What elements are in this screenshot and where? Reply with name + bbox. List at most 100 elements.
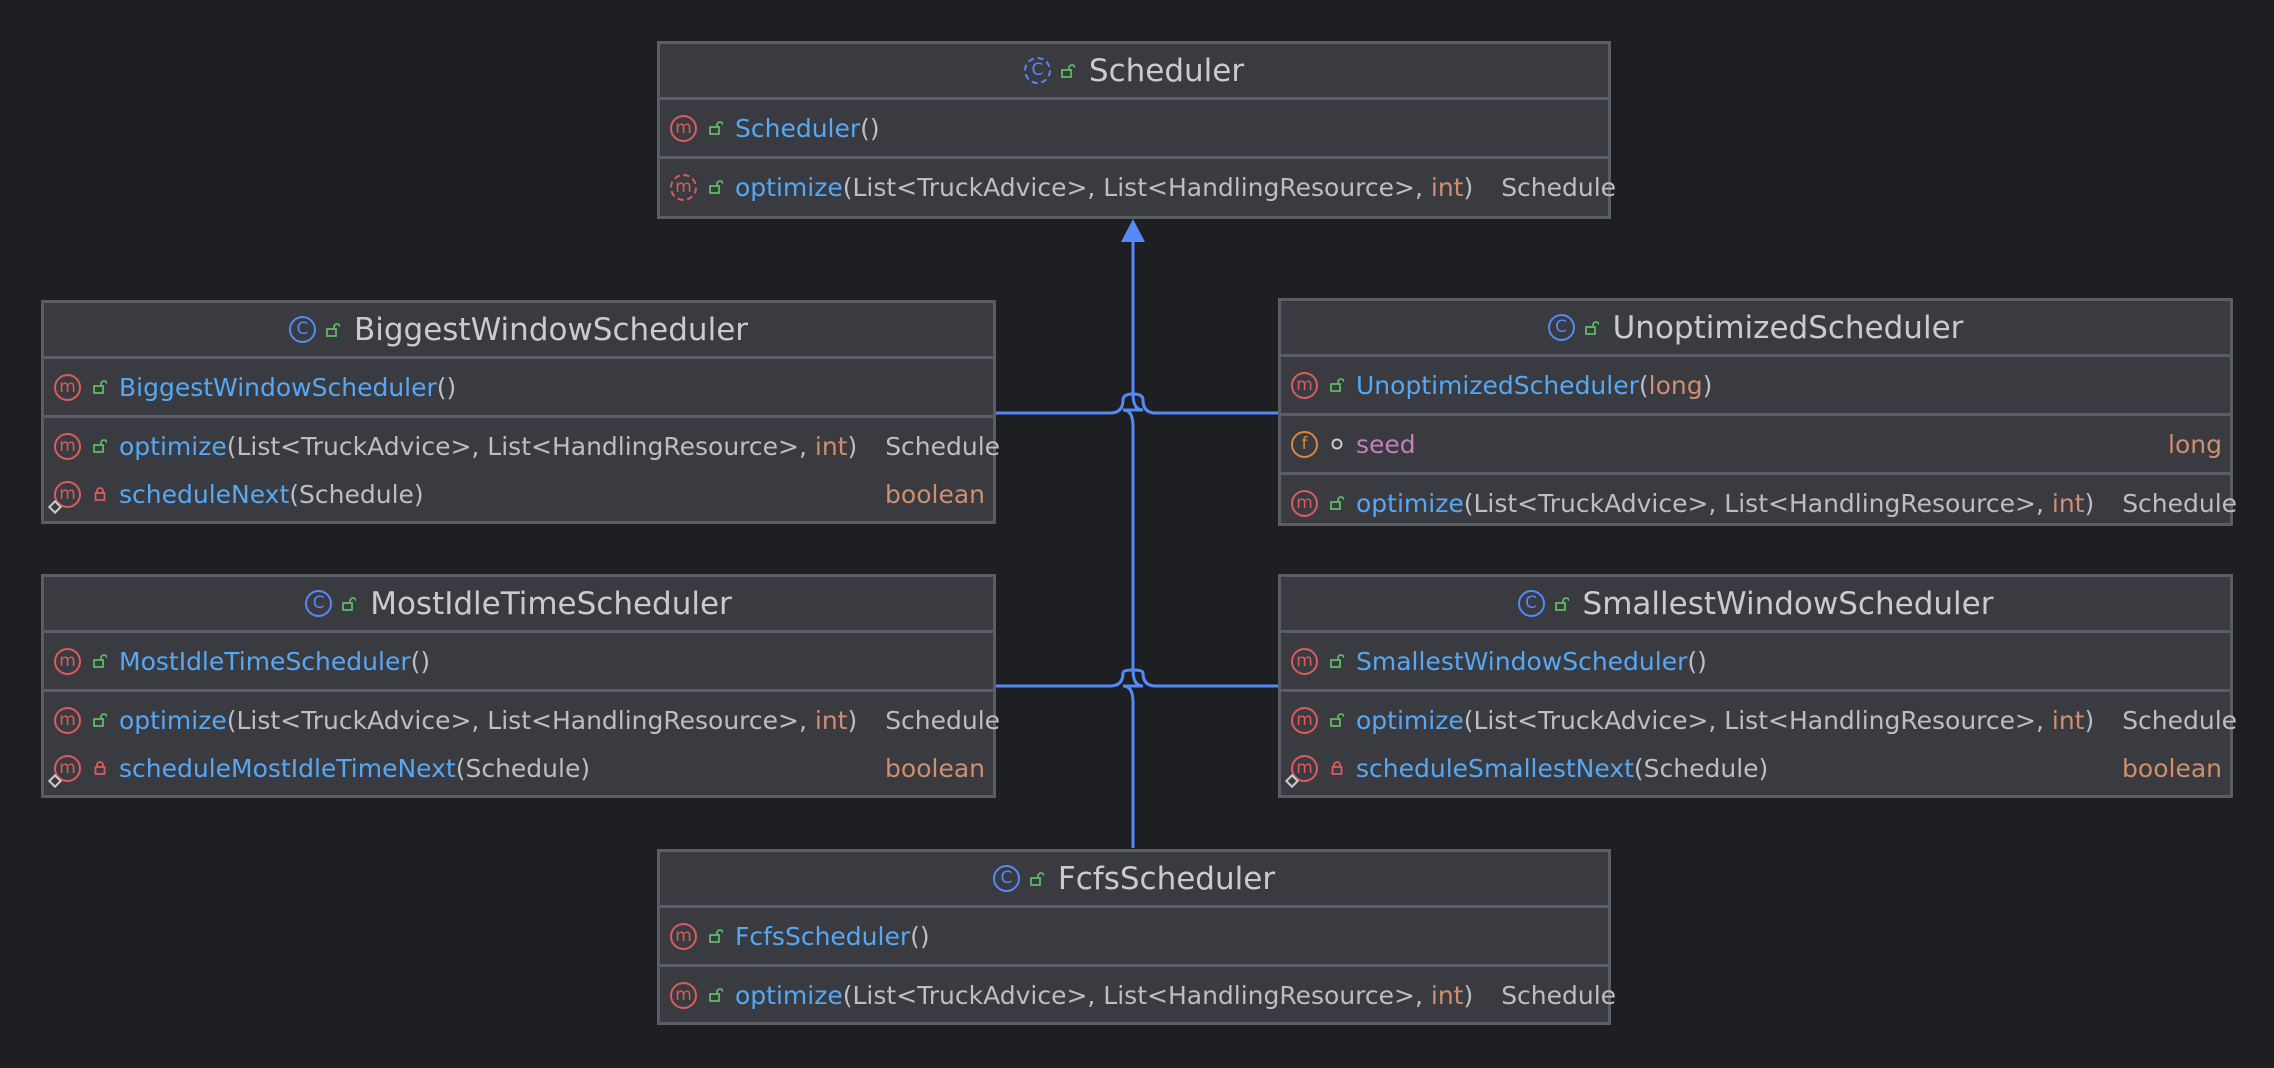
return-type: Schedule <box>885 431 1001 461</box>
method-params: (List<TruckAdvice>, List<HandlingResourc… <box>226 431 815 461</box>
method-name: optimize <box>1356 488 1464 518</box>
method-name: optimize <box>1356 705 1464 735</box>
class-icon: C <box>288 316 316 343</box>
method-name: BiggestWindowScheduler <box>119 372 437 402</box>
method-name: optimize <box>119 431 227 461</box>
return-type: Schedule <box>885 705 1001 735</box>
method-icon: m <box>47 480 81 514</box>
public-visibility-icon <box>709 180 723 194</box>
method-name: optimize <box>119 705 227 735</box>
method-params: ) <box>2084 705 2103 735</box>
method-icon: m <box>1284 754 1318 788</box>
method-row[interactable]: m SmallestWindowScheduler() <box>1281 637 2230 685</box>
return-type: Schedule <box>1501 980 1617 1010</box>
return-type: boolean <box>885 479 985 509</box>
method-name: MostIdleTimeScheduler <box>119 646 411 676</box>
method-icon: m <box>670 173 697 201</box>
public-visibility-icon <box>93 380 107 394</box>
method-params: ) <box>1463 172 1482 202</box>
method-name: optimize <box>735 980 843 1010</box>
method-params: int <box>2051 705 2085 735</box>
return-type: Schedule <box>1501 172 1617 202</box>
public-visibility-icon <box>1554 596 1569 611</box>
method-name: SmallestWindowScheduler <box>1356 646 1688 676</box>
method-icon: m <box>47 754 81 788</box>
edge-smallest-to-scheduler <box>1132 668 1278 688</box>
method-name: scheduleSmallestNext <box>1356 753 1634 783</box>
method-params: int <box>1430 172 1464 202</box>
method-params: (Schedule) <box>455 753 591 783</box>
class-icon: C <box>1023 57 1051 84</box>
field-name: seed <box>1356 429 1416 459</box>
method-row[interactable]: m Scheduler() <box>660 104 1608 152</box>
method-icon: m <box>670 114 697 142</box>
public-visibility-icon <box>709 121 723 135</box>
method-icon: m <box>1291 371 1318 399</box>
method-params: ) <box>847 431 866 461</box>
edge-mostidle-to-scheduler <box>996 668 1134 688</box>
method-name: Scheduler <box>735 113 861 143</box>
class-name: UnoptimizedScheduler <box>1612 309 1964 346</box>
class-name: MostIdleTimeScheduler <box>370 585 732 622</box>
field-icon: f <box>1291 430 1318 458</box>
method-icon: m <box>1291 647 1318 675</box>
method-params: () <box>1687 646 1707 676</box>
method-params: (Schedule) <box>289 479 424 509</box>
member-section: m Scheduler() <box>660 100 1608 159</box>
overridden-marker-icon <box>47 499 63 514</box>
method-icon: m <box>54 706 81 734</box>
edge-fcfs-to-scheduler <box>1122 240 1144 848</box>
member-section: f seed long <box>1281 416 2230 475</box>
method-row[interactable]: m optimize(List<TruckAdvice>, List<Handli… <box>44 696 1000 744</box>
return-type: long <box>2168 429 2222 459</box>
field-row[interactable]: f seed long <box>1281 420 2230 468</box>
public-visibility-icon <box>1330 654 1344 668</box>
private-visibility-icon <box>93 761 107 775</box>
class-name: Scheduler <box>1088 52 1245 89</box>
return-type: Schedule <box>2122 488 2238 518</box>
method-row[interactable]: m optimize(List<TruckAdvice>, List<Handli… <box>44 422 1000 470</box>
method-params: (List<TruckAdvice>, List<HandlingResourc… <box>842 172 1431 202</box>
public-visibility-icon <box>1060 63 1075 78</box>
method-params: int <box>814 431 848 461</box>
private-visibility-icon <box>93 487 107 501</box>
method-params: int <box>814 705 848 735</box>
return-type: boolean <box>885 753 985 783</box>
method-icon: m <box>1291 706 1318 734</box>
method-params: () <box>436 372 457 402</box>
method-icon: m <box>54 432 81 460</box>
method-params: (List<TruckAdvice>, List<HandlingResourc… <box>226 705 815 735</box>
method-icon: m <box>670 981 697 1009</box>
method-params: ) <box>1702 370 1713 400</box>
method-params: () <box>860 113 880 143</box>
method-params: () <box>910 921 930 951</box>
method-params: () <box>410 646 431 676</box>
